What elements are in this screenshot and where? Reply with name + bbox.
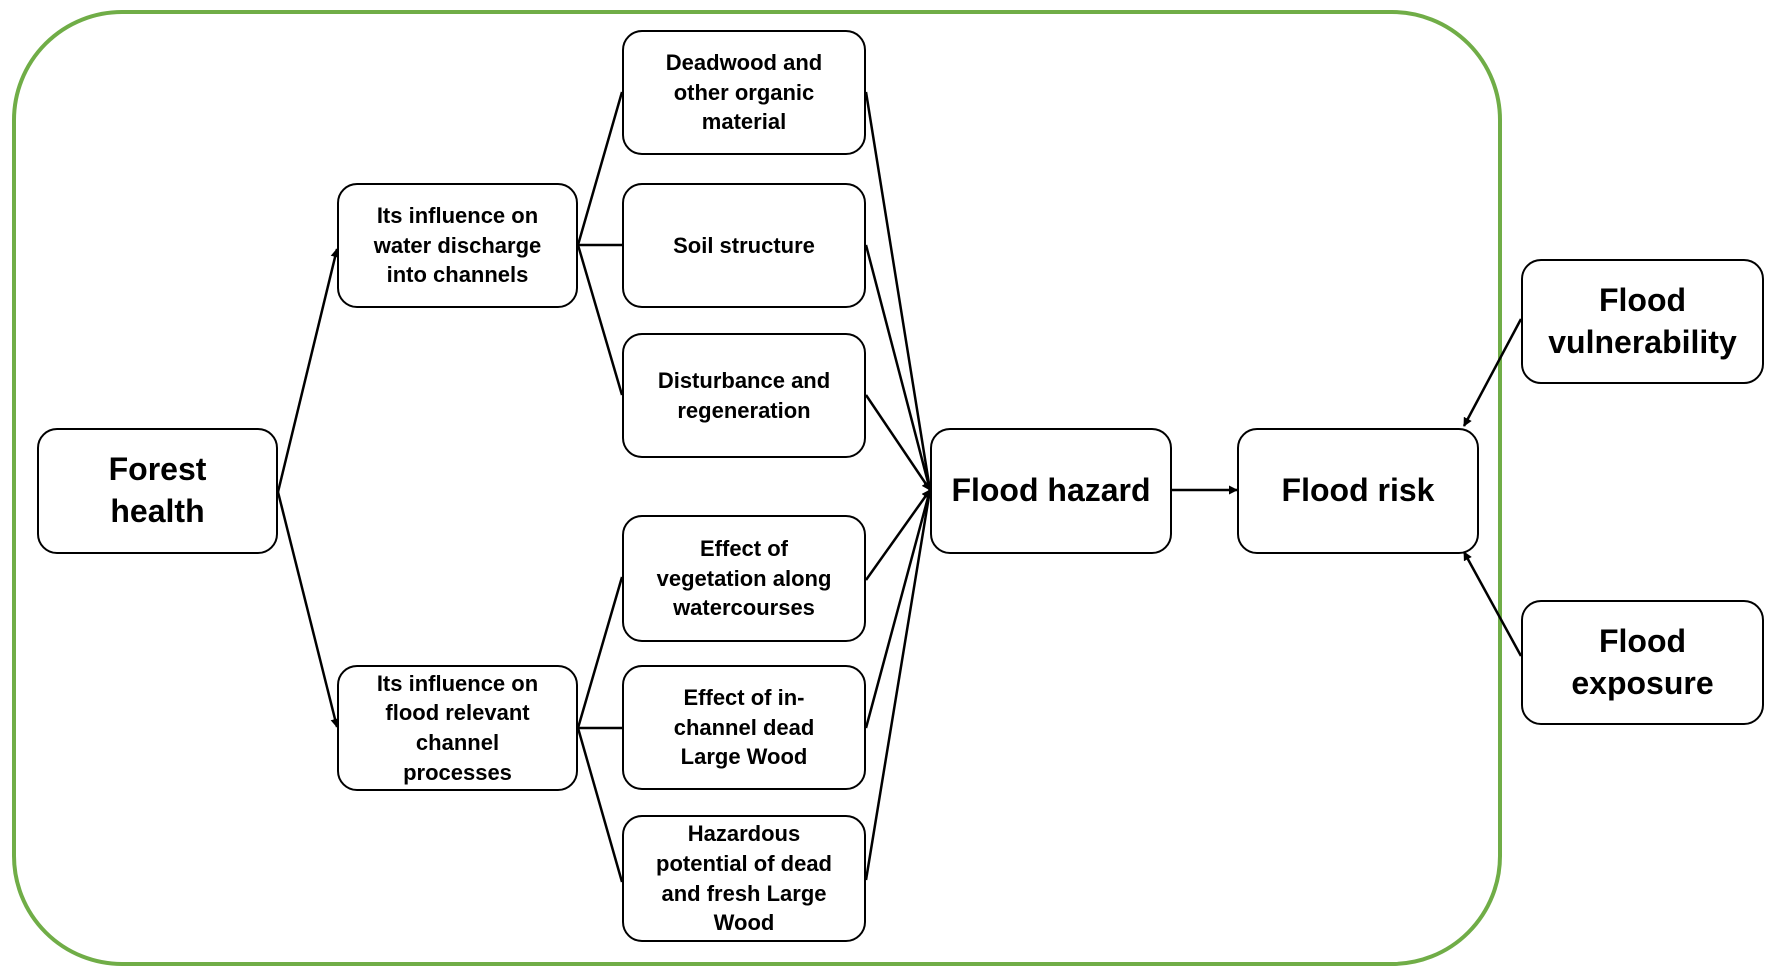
node-deadwood: Deadwood and other organic material: [622, 30, 866, 155]
arrow-vegetation-to-hazard: [864, 489, 932, 581]
arrow-hazardous-to-hazard: [864, 489, 934, 881]
arrow-forest-to-discharge: [276, 248, 340, 493]
node-water-discharge: Its influence on water discharge into ch…: [337, 183, 578, 308]
node-flood-vulnerability: Flood vulnerability: [1521, 259, 1764, 384]
node-soil-structure: Soil structure: [622, 183, 866, 308]
forest-context-frame: [12, 10, 1502, 966]
node-hazardous-wood: Hazardous potential of dead and fresh La…: [622, 815, 866, 942]
arrow-inchannel-to-hazard: [864, 489, 933, 729]
arrow-forest-to-channel: [276, 491, 340, 728]
node-in-channel-wood: Effect of in-channel dead Large Wood: [622, 665, 866, 790]
node-disturbance: Disturbance and regeneration: [622, 333, 866, 458]
node-flood-exposure: Flood exposure: [1521, 600, 1764, 725]
arrow-exposure-to-risk: [1462, 551, 1523, 657]
arrow-soil-to-hazard: [864, 244, 933, 491]
node-forest-health: Forest health: [37, 428, 278, 554]
line-discharge-to-disturbance: [576, 244, 624, 396]
arrow-deadwood-to-hazard: [864, 91, 934, 491]
line-channel-to-vegetation: [576, 576, 624, 729]
node-vegetation: Effect of vegetation along watercourses: [622, 515, 866, 642]
arrow-disturbance-to-hazard: [864, 394, 932, 491]
node-flood-risk: Flood risk: [1237, 428, 1479, 554]
line-discharge-to-deadwood: [576, 91, 624, 246]
line-channel-to-hazardous: [576, 727, 624, 883]
node-channel-processes: Its influence on flood relevant channel …: [337, 665, 578, 791]
node-flood-hazard: Flood hazard: [930, 428, 1172, 554]
arrow-vulnerability-to-risk: [1462, 318, 1523, 427]
